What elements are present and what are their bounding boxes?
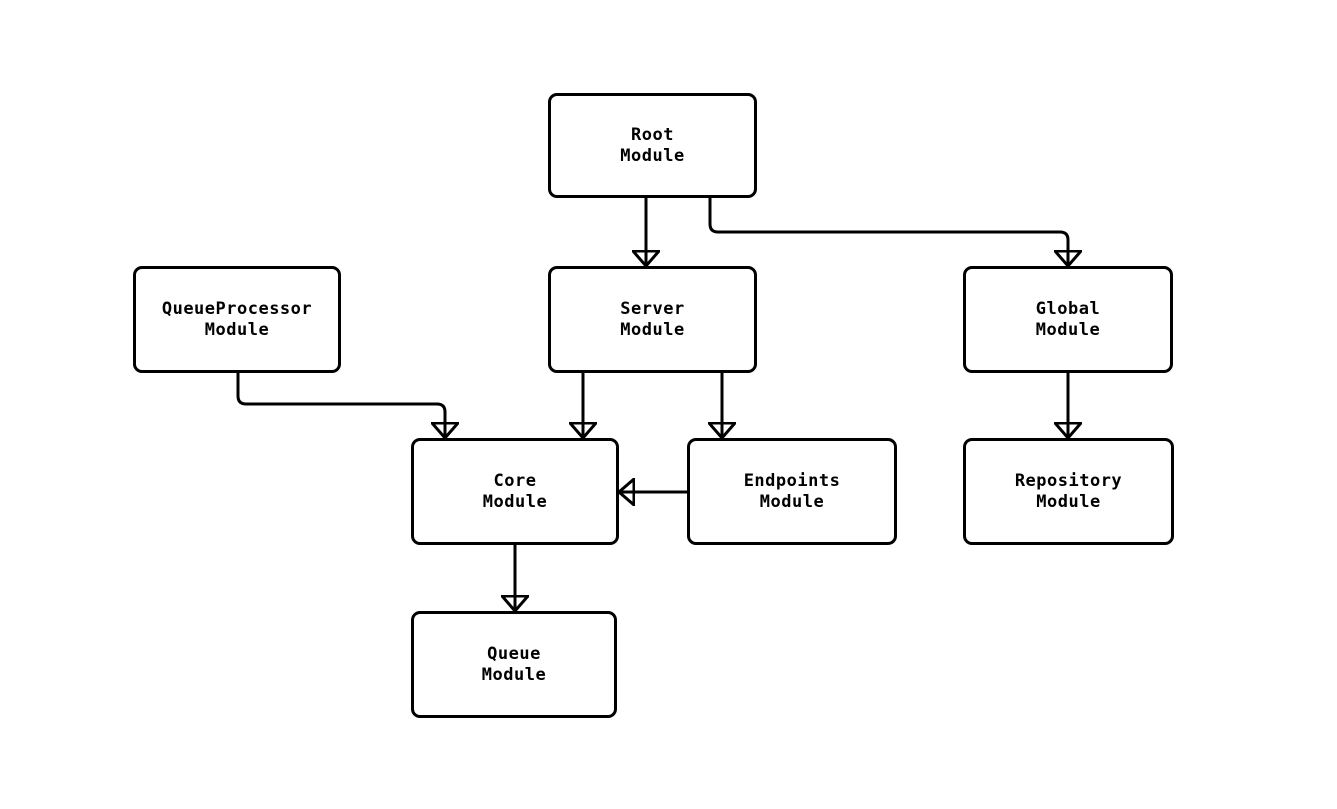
- node-queueprocessor-module-label: QueueProcessor Module: [161, 298, 313, 340]
- node-root-module: Root Module: [548, 93, 757, 198]
- node-endpoints-module: Endpoints Module: [687, 438, 897, 545]
- node-queue-module: Queue Module: [411, 611, 617, 718]
- node-core-module: Core Module: [411, 438, 619, 545]
- node-queue-module-label: Queue Module: [481, 643, 547, 685]
- edge-queueprocessor-module-to-core-module: [236, 373, 445, 438]
- node-server-module-label: Server Module: [620, 298, 685, 340]
- node-endpoints-module-label: Endpoints Module: [743, 470, 841, 512]
- node-global-module-label: Global Module: [1035, 298, 1101, 340]
- node-global-module: Global Module: [963, 266, 1173, 373]
- node-repository-module-label: Repository Module: [1014, 470, 1123, 512]
- node-core-module-label: Core Module: [482, 470, 548, 512]
- edge-root-module-to-global-module: [708, 198, 1068, 266]
- node-root-module-label: Root Module: [620, 124, 685, 166]
- node-server-module: Server Module: [548, 266, 757, 373]
- node-repository-module: Repository Module: [963, 438, 1174, 545]
- node-queueprocessor-module: QueueProcessor Module: [133, 266, 341, 373]
